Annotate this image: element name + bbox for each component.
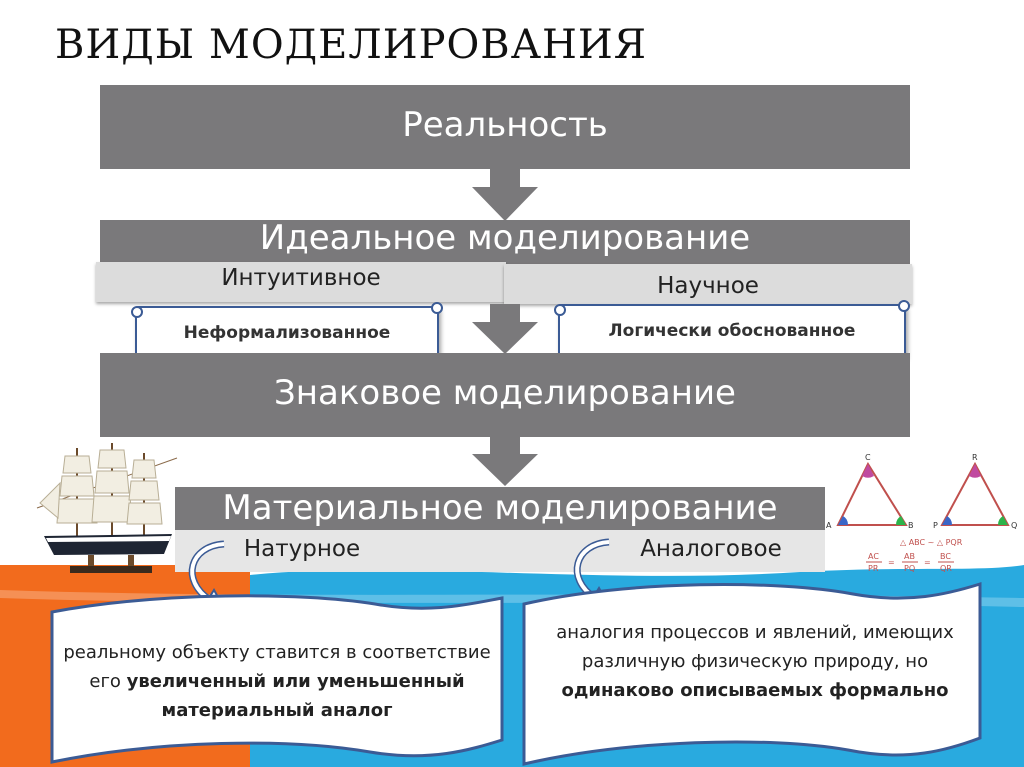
material-modeling-label: Материальное моделирование [222, 488, 778, 528]
ratio-2-numerator: AB [904, 552, 915, 561]
similarity-label: △ ABC ~ △ PQR [900, 538, 963, 547]
intuitive-box: Интуитивное [96, 262, 506, 302]
ratio-1-numerator: AC [868, 552, 879, 561]
ratio-1-denominator: PR [868, 564, 879, 573]
slide-title: ВИДЫ МОДЕЛИРОВАНИЯ [55, 22, 648, 68]
analog-description-plain: аналогия процессов и явлений, имеющих ра… [556, 622, 954, 672]
sailing-ship-model-image [36, 443, 178, 573]
material-modeling-bar: Материальное моделирование [175, 487, 825, 531]
sign-modeling-bar: Знаковое моделирование [100, 353, 910, 437]
sign-modeling-label: Знаковое моделирование [274, 373, 736, 413]
intuitive-label: Интуитивное [221, 265, 381, 291]
scientific-box: Научное [504, 264, 912, 304]
informal-note-card: Неформализованное [131, 302, 443, 360]
vertex-label-a: A [826, 521, 832, 530]
informal-note-label: Неформализованное [183, 323, 391, 343]
down-arrow [472, 304, 538, 354]
vertex-label-c: C [865, 453, 871, 462]
svg-text:=: = [924, 558, 931, 567]
analog-label: Аналоговое [640, 536, 782, 562]
natural-description-banner [50, 594, 504, 764]
ratio-3-numerator: BC [940, 552, 951, 561]
scientific-label: Научное [657, 273, 759, 299]
natural-description-plain: реальному объекту ставится в соответстви… [63, 642, 491, 692]
ideal-modeling-label: Идеальное моделирование [259, 218, 751, 258]
natural-description-bold: увеличенный или уменьшенный материальный… [126, 671, 465, 721]
analog-description-text: аналогия процессов и явлений, имеющих ра… [540, 618, 970, 705]
reality-bar: Реальность [100, 85, 910, 169]
ratio-2-denominator: PQ [904, 564, 915, 573]
analog-description-bold: одинаково описываемых формально [561, 680, 949, 701]
analog-description-banner [522, 581, 982, 766]
similar-triangles-image: C A B R P Q △ ABC ~ △ PQR AC PR = AB PQ … [826, 453, 1017, 573]
ratio-3-denominator: QR [940, 564, 952, 573]
natural-description-text: реальному объекту ставится в соответстви… [62, 638, 492, 725]
down-arrow [472, 434, 538, 486]
reality-label: Реальность [402, 105, 608, 145]
vertex-label-b: B [908, 521, 914, 530]
vertex-label-r: R [972, 453, 978, 462]
logical-note-label: Логически обоснованное [608, 321, 856, 341]
ideal-modeling-bar: Идеальное моделирование [100, 218, 910, 264]
natural-label: Натурное [243, 536, 361, 562]
down-arrow [472, 165, 538, 221]
logical-note-card: Логически обоснованное [554, 300, 910, 358]
vertex-label-q: Q [1011, 521, 1017, 530]
analog-box: Аналоговое [505, 530, 825, 572]
svg-text:=: = [888, 558, 895, 567]
vertex-label-p: P [933, 521, 938, 530]
natural-box: Натурное [175, 530, 505, 572]
